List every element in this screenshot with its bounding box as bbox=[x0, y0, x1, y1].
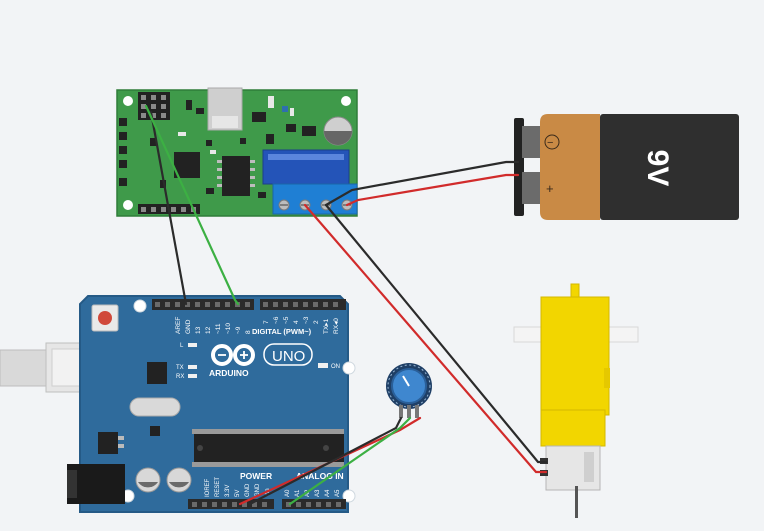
arduino-uno-board[interactable]: AREF GND 13 12 ~11 ~10 ~9 8 7 ~6 ~5 4 ~3… bbox=[67, 295, 356, 513]
led-l-label: L bbox=[180, 343, 184, 349]
analog-header bbox=[282, 499, 346, 509]
pin-label-vin: Vin bbox=[265, 488, 271, 497]
battery-voltage-label: 9V bbox=[641, 150, 674, 187]
pin-label-gnd-1: GND bbox=[245, 483, 251, 497]
capacitor-2 bbox=[166, 467, 192, 493]
usb-chip bbox=[147, 362, 167, 384]
pin-label-4: 4 bbox=[293, 320, 300, 324]
power-header bbox=[188, 499, 274, 509]
pin-label-reset: RESET bbox=[215, 477, 221, 497]
pin-label-5v: 5V bbox=[235, 490, 241, 497]
wire-black-pot-arduino-gnd bbox=[248, 416, 403, 506]
motor-shaft-top bbox=[570, 283, 580, 299]
voltage-regulator bbox=[98, 432, 118, 454]
led-on bbox=[318, 363, 328, 368]
pin-label-a1: A1 bbox=[295, 489, 301, 497]
driver-chip-main bbox=[174, 152, 200, 178]
pin-label-a5: A5 bbox=[335, 489, 341, 497]
wire-black-driver-motor bbox=[324, 203, 548, 464]
pin-label-8: 8 bbox=[245, 330, 252, 334]
wire-red-driver-battery bbox=[345, 173, 520, 207]
analog-in-label: ANALOG IN bbox=[296, 471, 344, 481]
potentiometer-icon[interactable] bbox=[386, 363, 432, 418]
wire-red-pot-arduino-5v bbox=[238, 416, 422, 506]
battery-terminal-plate bbox=[514, 118, 524, 216]
pin-label-a3: A3 bbox=[315, 489, 321, 497]
motor-driver-board[interactable] bbox=[116, 87, 358, 217]
pin-label-12: 12 bbox=[205, 326, 212, 334]
pin-label-a4: A4 bbox=[325, 489, 331, 497]
battery-9v[interactable]: − + 9V bbox=[514, 114, 739, 220]
pin-label-2: 2 bbox=[313, 320, 320, 324]
pin-label-gnd: GND bbox=[185, 319, 192, 334]
led-tx bbox=[188, 365, 197, 369]
led-tx-label: TX bbox=[176, 365, 184, 371]
arduino-brand-label: ARDUINO bbox=[209, 368, 249, 378]
led-l bbox=[188, 343, 197, 347]
uno-badge bbox=[263, 343, 313, 366]
crystal bbox=[129, 397, 181, 417]
wire-green-pot-arduino-a0 bbox=[288, 416, 412, 506]
pin-label-1: TX▸1 bbox=[323, 318, 330, 334]
led-rx-label: RX bbox=[176, 374, 184, 380]
pin-label-gnd-2: GND bbox=[255, 483, 261, 497]
capacitor-1 bbox=[135, 467, 161, 493]
pin-label-3v3: 3.3V bbox=[225, 485, 231, 497]
pin-label-7: 7 bbox=[263, 320, 270, 324]
pin-label-ioref: IOREF bbox=[205, 478, 211, 497]
battery-minus-label: − bbox=[547, 137, 553, 149]
led-rx bbox=[188, 374, 197, 378]
pin-label-10: ~10 bbox=[225, 323, 232, 334]
atmega-chip bbox=[192, 429, 344, 467]
pin-label-11: ~11 bbox=[215, 323, 222, 334]
pin-label-0: RX◂0 bbox=[333, 318, 340, 334]
battery-plus-label: + bbox=[546, 181, 554, 196]
pin-label-5: ~5 bbox=[283, 316, 290, 324]
dc-gear-motor[interactable] bbox=[513, 283, 639, 518]
led-on-label: ON bbox=[331, 364, 340, 370]
digital-header-label: DIGITAL (PWM~) bbox=[252, 327, 312, 336]
wire-red-driver-motor bbox=[303, 203, 548, 474]
driver-chip-2 bbox=[222, 156, 250, 196]
wire-green-driver-arduino-pin9 bbox=[144, 104, 240, 306]
motor-gearbox bbox=[540, 296, 610, 416]
wires bbox=[144, 104, 548, 506]
pin-label-9: ~9 bbox=[235, 326, 242, 334]
arduino-infinity-logo-icon bbox=[211, 344, 255, 366]
pin-label-3: ~3 bbox=[303, 316, 310, 324]
pin-label-13: 13 bbox=[195, 326, 202, 334]
pin-label-6: ~6 bbox=[273, 316, 280, 324]
pin-label-a0: A0 bbox=[285, 489, 291, 497]
power-label: POWER bbox=[240, 471, 272, 481]
uno-label: UNO bbox=[272, 348, 305, 365]
wire-black-driver-battery bbox=[324, 160, 520, 207]
wire-black-driver-arduino-gnd bbox=[149, 110, 188, 306]
pin-label-aref: AREF bbox=[175, 317, 182, 334]
digital-header-left bbox=[152, 299, 254, 310]
pin-label-a2: A2 bbox=[305, 489, 311, 497]
